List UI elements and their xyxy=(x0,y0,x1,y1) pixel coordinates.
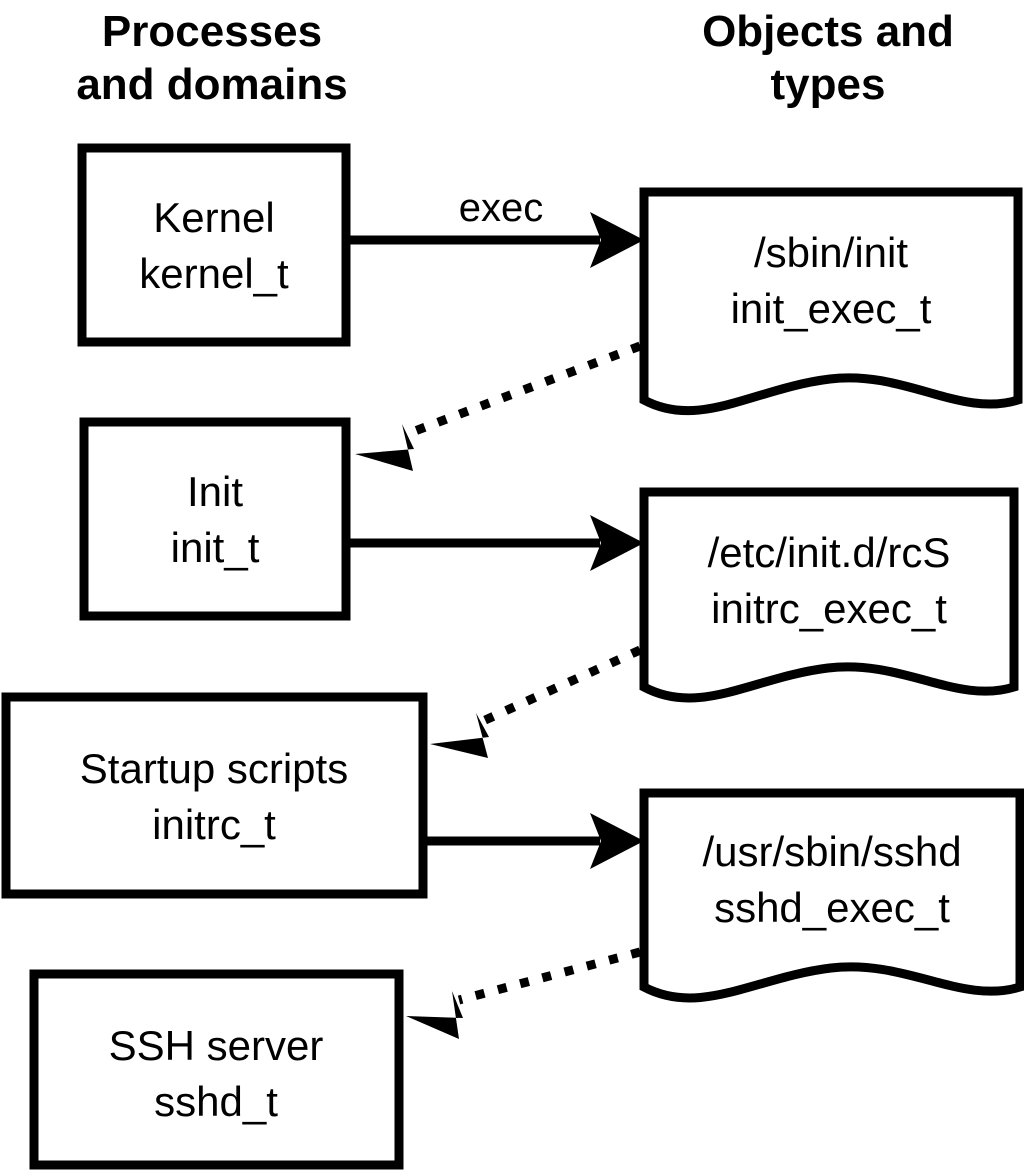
process-ssh-server-type: sshd_t xyxy=(154,1078,278,1125)
arrowhead-startup-scripts-to-usr-sbin-sshd xyxy=(590,813,644,869)
process-box-ssh-server xyxy=(29,969,404,1170)
process-startup-scripts-name: Startup scripts xyxy=(80,745,348,792)
object-node-usr-sbin-sshd[interactable]: /usr/sbin/sshd sshd_exec_t xyxy=(639,788,1024,1003)
edge-kernel-exec-sbin-init: exec xyxy=(346,186,644,268)
process-kernel-type: kernel_t xyxy=(139,250,289,297)
arrowhead-etc-initd-rcs-to-startup-scripts xyxy=(430,713,489,758)
edge-line-etc-initd-rcs-to-startup-scripts xyxy=(481,645,642,726)
column-title-objects-line1: Objects and xyxy=(702,7,954,56)
process-startup-scripts-type: initrc_t xyxy=(152,801,276,848)
arrowhead-usr-sbin-sshd-to-ssh-server xyxy=(406,991,463,1039)
edge-label-exec: exec xyxy=(459,186,544,230)
process-node-kernel[interactable]: Kernel kernel_t xyxy=(77,143,351,347)
edge-usr-sbin-sshd-to-ssh-server xyxy=(406,947,642,1039)
process-init-name: Init xyxy=(187,468,243,515)
process-node-init[interactable]: Init init_t xyxy=(79,417,351,621)
object-usr-sbin-sshd-path: /usr/sbin/sshd xyxy=(702,828,961,875)
object-node-etc-initd-rcs[interactable]: /etc/init.d/rcS initrc_exec_t xyxy=(639,487,1019,703)
process-box-init xyxy=(79,417,351,621)
edge-line-sbin-init-to-init xyxy=(405,341,642,439)
object-usr-sbin-sshd-type: sshd_exec_t xyxy=(714,884,950,931)
process-init-type: init_t xyxy=(171,524,260,571)
object-etc-initd-rcs-path: /etc/init.d/rcS xyxy=(708,529,951,576)
process-box-kernel xyxy=(77,143,351,347)
column-title-processes-line2: and domains xyxy=(76,60,347,109)
edge-init-to-etc-initd-rcs xyxy=(346,515,644,571)
process-box-startup-scripts xyxy=(1,692,428,899)
arrowhead-kernel-to-sbin-init xyxy=(590,212,644,268)
object-document-sbin-init xyxy=(639,187,1023,416)
edge-sbin-init-to-init xyxy=(355,341,642,471)
edge-etc-initd-rcs-to-startup-scripts xyxy=(430,645,642,758)
process-node-startup-scripts[interactable]: Startup scripts initrc_t xyxy=(1,692,428,899)
object-document-etc-initd-rcs xyxy=(639,487,1019,703)
process-kernel-name: Kernel xyxy=(153,194,274,241)
column-title-processes-line1: Processes xyxy=(102,7,322,56)
object-sbin-init-type: init_exec_t xyxy=(731,285,932,332)
object-sbin-init-path: /sbin/init xyxy=(754,229,908,276)
column-title-objects-line2: types xyxy=(771,60,886,109)
object-etc-initd-rcs-type: initrc_exec_t xyxy=(711,585,947,632)
edge-line-usr-sbin-sshd-to-ssh-server xyxy=(457,947,642,1005)
object-document-usr-sbin-sshd xyxy=(639,788,1024,1003)
process-ssh-server-name: SSH server xyxy=(109,1022,324,1069)
process-node-ssh-server[interactable]: SSH server sshd_t xyxy=(29,969,404,1170)
arrowhead-init-to-etc-initd-rcs xyxy=(590,515,644,571)
arrowhead-sbin-init-to-init xyxy=(355,424,414,471)
edge-startup-scripts-to-usr-sbin-sshd xyxy=(423,813,644,869)
object-node-sbin-init[interactable]: /sbin/init init_exec_t xyxy=(639,187,1023,416)
